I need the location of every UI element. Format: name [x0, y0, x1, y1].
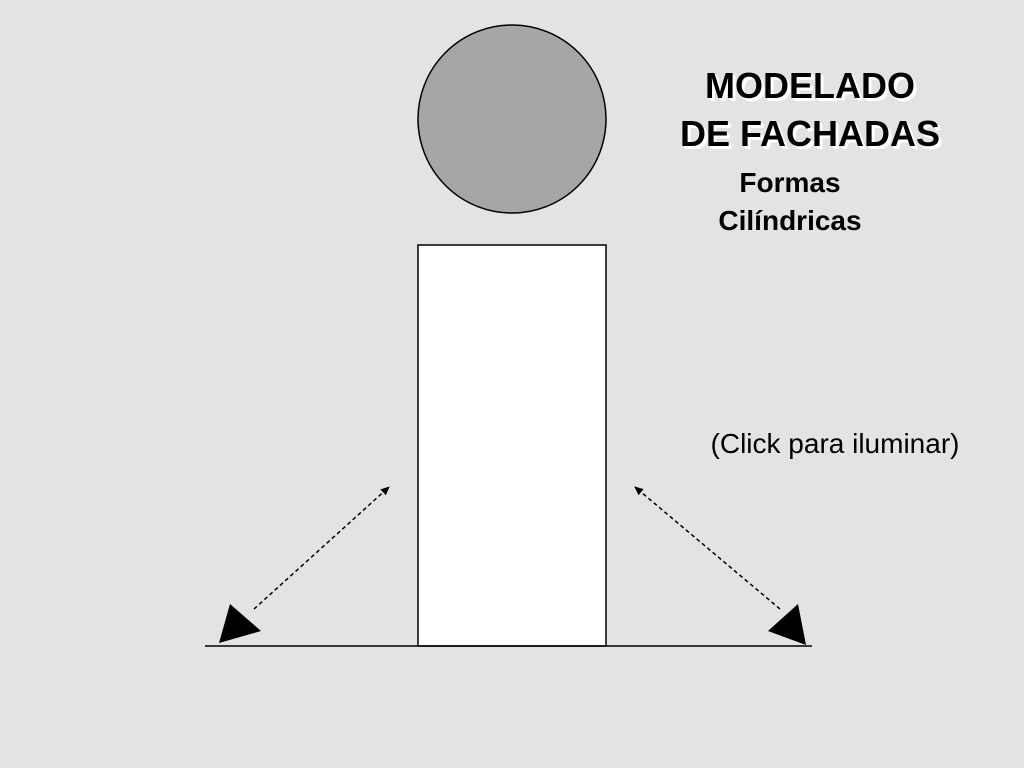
slide-title-line1: MODELADO [705, 65, 915, 106]
click-to-illuminate-hint[interactable]: (Click para iluminar) [710, 428, 960, 459]
cylinder-elevation-rect [417, 244, 607, 647]
slide-subtitle-line2: Cilíndricas [718, 205, 862, 236]
left-light-arrowhead-icon[interactable] [219, 604, 261, 643]
right-light-ray [634, 486, 781, 610]
slide-title: MODELADO DE FACHADAS [640, 62, 980, 158]
slide-title-line2: DE FACHADAS [679, 113, 940, 154]
slide-subtitle: Formas Cilíndricas [680, 164, 900, 240]
right-light-arrowhead-icon[interactable] [768, 604, 806, 645]
cylinder-top-circle [417, 24, 607, 214]
left-light-ray [253, 486, 390, 610]
slide-subtitle-line1: Formas [739, 167, 841, 198]
